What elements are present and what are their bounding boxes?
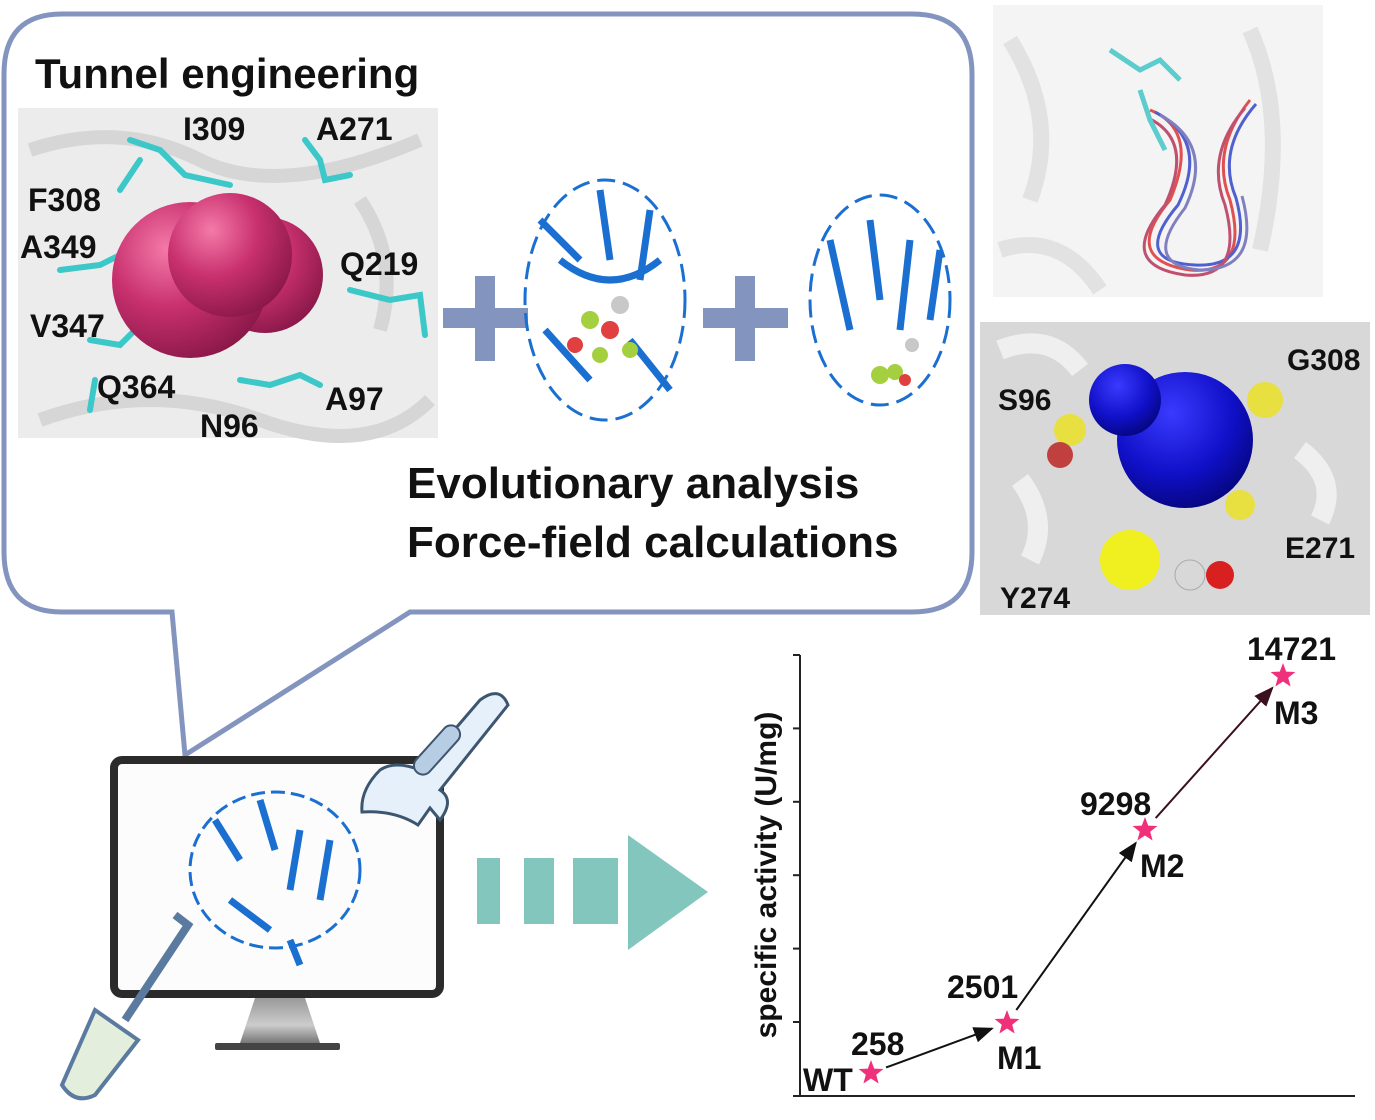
residue-label: E271 <box>1285 532 1355 565</box>
tunnel-structure-image <box>18 108 438 443</box>
residue-label: Q219 <box>340 246 418 282</box>
wrench-icon <box>360 692 510 828</box>
screwdriver-icon <box>59 911 194 1101</box>
residue-label: N96 <box>200 408 259 444</box>
binding-pocket-image <box>980 322 1370 615</box>
progress-arrow <box>477 835 708 950</box>
residue-label: G308 <box>1287 344 1360 377</box>
residue-label: V347 <box>30 308 105 344</box>
trend-arrow <box>885 1027 994 1069</box>
pocket-residue-labels: S96 G308 E271 Y274 <box>998 344 1360 615</box>
residue-label: A271 <box>316 111 393 147</box>
category-label: M2 <box>1140 848 1184 884</box>
data-point-star <box>1270 663 1296 687</box>
protein-structure-image <box>808 193 952 407</box>
category-label: WT <box>803 1062 853 1098</box>
bubble-title: Tunnel engineering <box>35 50 419 97</box>
category-label: M3 <box>1274 695 1318 731</box>
plus-icon <box>703 276 788 361</box>
residue-label: S96 <box>998 384 1051 417</box>
category-label: M1 <box>997 1040 1041 1076</box>
residue-label: F308 <box>28 182 101 218</box>
method-label: Force-field calculations <box>407 518 898 567</box>
data-label: 9298 <box>1080 786 1151 822</box>
protein-structure-image <box>523 178 687 422</box>
tunnel-residue-labels: I309 A271 F308 A349 Q219 V347 Q364 A97 N… <box>20 111 418 444</box>
computer-monitor-icon <box>110 756 444 1050</box>
trend-arrow <box>1015 841 1137 1011</box>
residue-label: Y274 <box>1000 582 1070 615</box>
trend-arrow <box>1154 686 1274 819</box>
residue-label: A97 <box>325 381 384 417</box>
data-point-star <box>858 1060 884 1084</box>
data-point-star <box>1132 817 1158 841</box>
method-label: Evolutionary analysis <box>407 459 859 508</box>
plus-icon <box>443 276 528 361</box>
residue-label: I309 <box>183 111 245 147</box>
protein-structure-image <box>188 790 362 967</box>
loop-ensemble-image <box>993 5 1323 297</box>
data-point-star <box>994 1010 1020 1034</box>
data-label: 2501 <box>947 969 1018 1005</box>
data-label: 14721 <box>1247 631 1336 667</box>
data-label: 258 <box>851 1026 904 1062</box>
residue-label: A349 <box>20 229 97 265</box>
residue-label: Q364 <box>97 369 175 405</box>
y-axis-label: specific activity (U/mg) <box>750 712 783 1039</box>
